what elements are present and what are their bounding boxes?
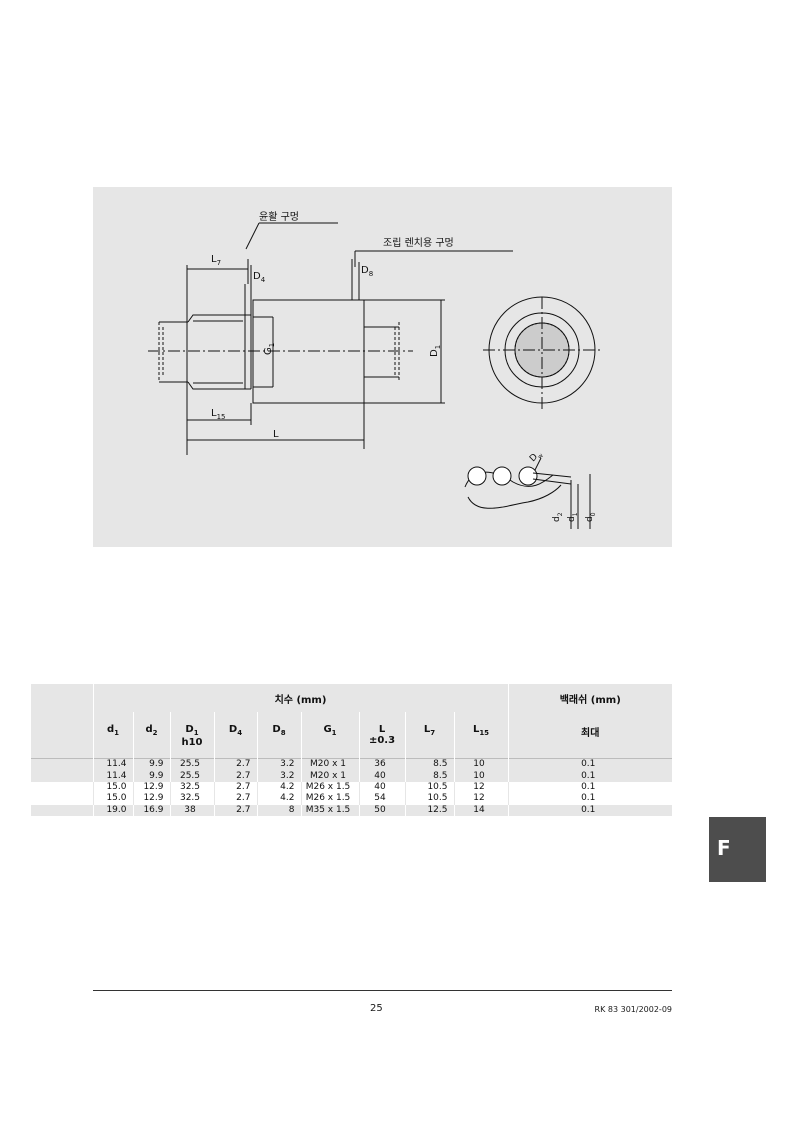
col-header-L15: L15: [453, 712, 508, 759]
col-header-L7: L7: [404, 712, 454, 759]
d4-label: D4: [253, 271, 266, 284]
section-tab: F: [709, 817, 766, 882]
small-d1-label: d1: [567, 512, 579, 522]
l7-label: L7: [211, 254, 221, 267]
table-row: 15.0 12.9 32.5 2.7 4.2 M26 x 1.5 54 10.5…: [31, 793, 672, 805]
table-row: 19.0 16.9 38 2.7 8 M35 x 1.5 50 12.5 14 …: [31, 804, 672, 816]
col-header-d2: d2: [132, 712, 170, 759]
small-d0-label: d0: [585, 512, 597, 522]
small-d2-label: d2: [552, 512, 564, 522]
backlash-group-header: 백래쉬 (mm): [507, 684, 672, 712]
drawing-canvas: 윤활 구멍 조립 렌치용 구멍 L7 D4 D8 G1 D1 L15 L Dw …: [148, 210, 603, 529]
lube-hole-label: 윤활 구멍: [259, 210, 299, 223]
end-view: [483, 296, 603, 412]
ball-detail: [464, 457, 591, 529]
d8-label: D8: [361, 265, 373, 278]
wrench-hole-label: 조립 렌치용 구멍: [383, 236, 454, 249]
table-row: 11.4 9.9 25.5 2.7 3.2 M20 x 1 40 8.5 10 …: [31, 770, 672, 782]
col-header-D4: D4: [213, 712, 257, 759]
col-header-L: L±0.3: [358, 712, 405, 759]
l15-label: L15: [211, 408, 226, 421]
right-shaft: [364, 322, 400, 382]
table-row: 15.0 12.9 32.5 2.7 4.2 M26 x 1.5 40 10.5…: [31, 781, 672, 794]
page-number: 25: [370, 1003, 383, 1014]
technical-drawing: 윤활 구멍 조립 렌치용 구멍 L7 D4 D8 G1 D1 L15 L Dw …: [93, 187, 672, 547]
l-label: L: [273, 429, 279, 440]
d1-label: D1: [429, 345, 442, 357]
dimensions-group-header: 치수 (mm): [92, 684, 508, 712]
footer-rule: [93, 990, 672, 991]
threaded-section: [187, 314, 252, 390]
table-corner: [31, 684, 93, 759]
col-header-G1: G1: [300, 712, 359, 759]
dw-label: Dw: [528, 449, 545, 466]
g1-label: G1: [263, 343, 276, 355]
col-header-backlash-max: 최대: [507, 712, 672, 759]
col-header-D8: D8: [256, 712, 301, 759]
left-shaft: [158, 321, 188, 383]
document-code: RK 83 301/2002-09: [594, 1005, 672, 1014]
col-header-d1: d1: [92, 712, 133, 759]
table-row: 11.4 9.9 25.5 2.7 3.2 M20 x 1 36 8.5 10 …: [31, 758, 672, 771]
